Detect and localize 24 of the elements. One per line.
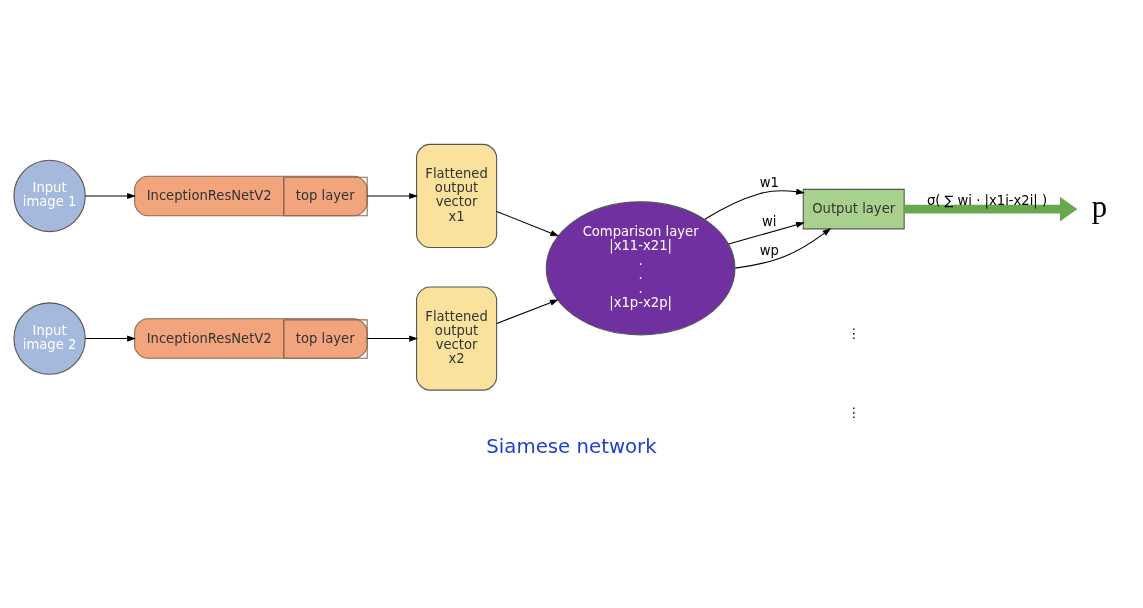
edge-label: wp — [759, 242, 779, 258]
edge-label: wi — [762, 214, 777, 230]
arrow — [84, 192, 136, 200]
node-box: Output layer — [802, 188, 905, 230]
node-circle: Input image 1 — [13, 159, 86, 233]
node-ellipse: Comparison layer |x11-x21| . . . |x1p-x2p| — [545, 201, 736, 336]
edge-label: σ( ∑ wi · |x1i-x2i| ) — [926, 193, 1048, 209]
label: ⋮ — [847, 404, 861, 420]
edge-label: w1 — [759, 174, 779, 190]
arrow — [704, 188, 805, 220]
arrow — [904, 196, 1078, 222]
arrow — [496, 299, 559, 325]
arrow — [728, 221, 805, 245]
label: ⋮ — [847, 325, 861, 341]
arrow — [366, 335, 418, 342]
arrow — [734, 228, 832, 269]
arrow — [84, 335, 136, 342]
node-box: Flattened output vector x1 — [415, 143, 498, 249]
caption: Siamese network — [486, 435, 657, 459]
node-circle: Input image 2 — [13, 302, 86, 375]
node-text: p — [1091, 189, 1108, 224]
node-box: Flattened output vector x2 — [415, 286, 498, 391]
arrow — [366, 192, 418, 200]
arrow — [496, 210, 560, 237]
